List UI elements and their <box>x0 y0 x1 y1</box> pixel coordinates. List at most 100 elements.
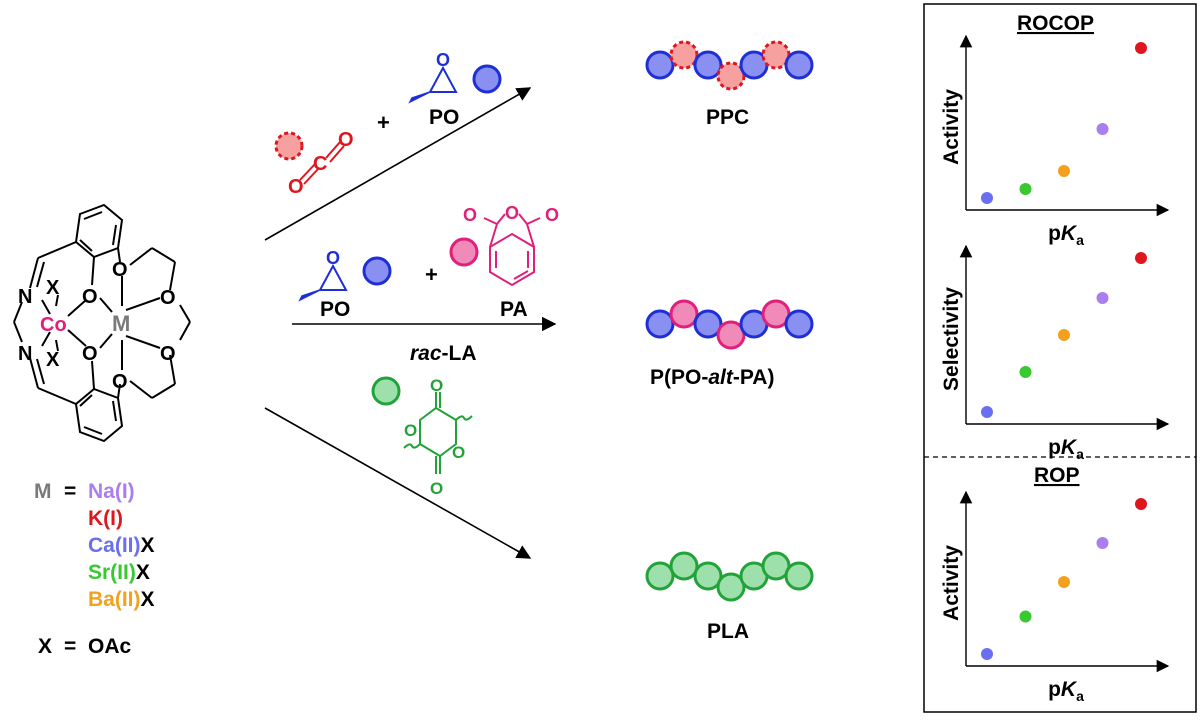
plot-data-point <box>1058 165 1070 177</box>
metal-legend: M = Na(I)K(I)Ca(II)XSr(II)XBa(II)X X = O… <box>34 480 155 658</box>
plot-data-point <box>1019 365 1032 378</box>
plot-y-label: Activity <box>940 89 963 165</box>
pla-bead <box>784 561 814 591</box>
la-o-ring-left: O <box>404 421 417 440</box>
po-top-label: PO <box>429 106 459 129</box>
plot-data-point <box>1135 252 1147 264</box>
plot-data-point <box>1135 498 1147 510</box>
trend-panel-border <box>923 3 1197 713</box>
middle-plus-sign: + <box>425 262 438 287</box>
pa-chain-bead <box>669 299 699 329</box>
atom-cobalt: Co <box>40 314 67 336</box>
atom-n-top: N <box>18 286 32 308</box>
po-middle-label: PO <box>320 298 350 321</box>
p-po-alt-pa-polymer-chain <box>645 299 814 350</box>
trend-plot-2: Selectivity pKa <box>940 244 1170 462</box>
plot-x-label: pKa <box>1048 678 1084 704</box>
co2-o-right: O <box>338 129 354 151</box>
legend-metal-entry: Ca(II)X <box>88 534 155 557</box>
pla-polymer-chain <box>645 551 814 602</box>
pa-chain-bead <box>645 309 675 339</box>
legend-m-equals: = <box>64 480 76 503</box>
ppc-bead <box>693 50 723 80</box>
catalyst-atom-labels: N N X X Co M O O O O O O <box>18 259 176 393</box>
p-po-alt-pa-label: P(PO-alt-PA) <box>650 366 774 389</box>
pa-monomer-circle <box>449 237 479 267</box>
plot-data-point <box>981 192 993 204</box>
ppc-polymer-chain <box>645 40 814 91</box>
po-reagent-top: O PO <box>408 50 502 129</box>
la-o-top: O <box>430 376 443 395</box>
plot-y-label: Selectivity <box>940 287 963 391</box>
pla-label: PLA <box>707 620 749 643</box>
pla-bead <box>669 551 699 581</box>
atom-x-top: X <box>46 277 60 299</box>
legend-x-value: OAc <box>88 635 132 658</box>
plot-data-point <box>1135 42 1147 54</box>
atom-n-bottom: N <box>18 343 32 365</box>
po-monomer-circle-middle <box>362 256 392 286</box>
atom-o-ether-3: O <box>160 343 176 365</box>
la-o-bottom: O <box>430 479 443 498</box>
legend-metal-list: Na(I) K(I) Ca(II)X Sr(II)X Ba(II)X <box>88 480 155 611</box>
pla-bead <box>716 572 746 602</box>
plot-data-point <box>1019 610 1032 623</box>
legend-metal-entry: Sr(II)X <box>88 561 150 584</box>
plot-data-point <box>1019 183 1032 195</box>
rop-title: ROP <box>1034 464 1080 487</box>
plot-data-point <box>1096 537 1109 549</box>
la-o-ring-right: O <box>452 443 465 462</box>
atom-o-phenoxide-top: O <box>82 286 98 308</box>
po-top-o: O <box>436 50 450 70</box>
plot-data-point <box>1096 292 1109 305</box>
la-monomer-circle <box>371 376 401 406</box>
po-middle-o: O <box>326 248 340 268</box>
legend-metal-entry: Ba(II)X <box>88 588 155 611</box>
co2-o-left: O <box>288 176 304 198</box>
po-reagent-middle: O PO <box>298 248 392 321</box>
trend-plot-1: Activity pKa <box>940 34 1170 248</box>
pa-chain-bead <box>716 320 746 350</box>
legend-x-equals: = <box>64 635 76 658</box>
plot-data-point <box>981 648 993 660</box>
plot-data-point <box>1058 329 1070 341</box>
plot-y-label: Activity <box>940 545 963 621</box>
pa-o-ring: O <box>505 203 519 223</box>
rocop-title: ROCOP <box>1017 12 1094 35</box>
pa-label: PA <box>500 298 528 321</box>
pa-o-right: O <box>545 205 559 225</box>
atom-o-ether-2: O <box>160 287 176 309</box>
legend-x-symbol: X <box>38 635 52 658</box>
atom-metal: M <box>112 311 130 336</box>
po-monomer-circle-top <box>472 64 502 94</box>
plot-data-point <box>1096 123 1109 135</box>
arrow-bottom <box>264 407 532 559</box>
top-plus-sign: + <box>377 110 390 135</box>
trend-plot-3: Activity pKa <box>940 490 1170 704</box>
legend-metal-entry: K(I) <box>88 507 123 530</box>
plot-x-label: pKa <box>1048 222 1084 248</box>
plot-x-label: pKa <box>1048 436 1084 462</box>
rac-la-label: rac-LA <box>410 342 477 365</box>
plot-data-point <box>981 406 993 418</box>
atom-x-bottom: X <box>46 349 60 371</box>
ppc-bead <box>645 50 675 80</box>
la-reagent <box>403 392 473 474</box>
ppc-bead <box>784 50 814 80</box>
pa-reagent <box>483 213 541 287</box>
pla-bead <box>645 561 675 591</box>
ppc-bead <box>669 40 699 70</box>
pla-bead <box>693 561 723 591</box>
catalyst-structure <box>13 203 191 443</box>
pa-chain-bead <box>693 309 723 339</box>
legend-metal-entry: Na(I) <box>88 480 135 503</box>
co2-c: C <box>313 153 327 175</box>
co2-monomer-circle <box>274 131 304 161</box>
plot-data-point <box>1058 576 1070 588</box>
pa-o-left: O <box>463 205 477 225</box>
ppc-label: PPC <box>706 106 749 129</box>
atom-o-phenoxide-bottom: O <box>82 343 98 365</box>
